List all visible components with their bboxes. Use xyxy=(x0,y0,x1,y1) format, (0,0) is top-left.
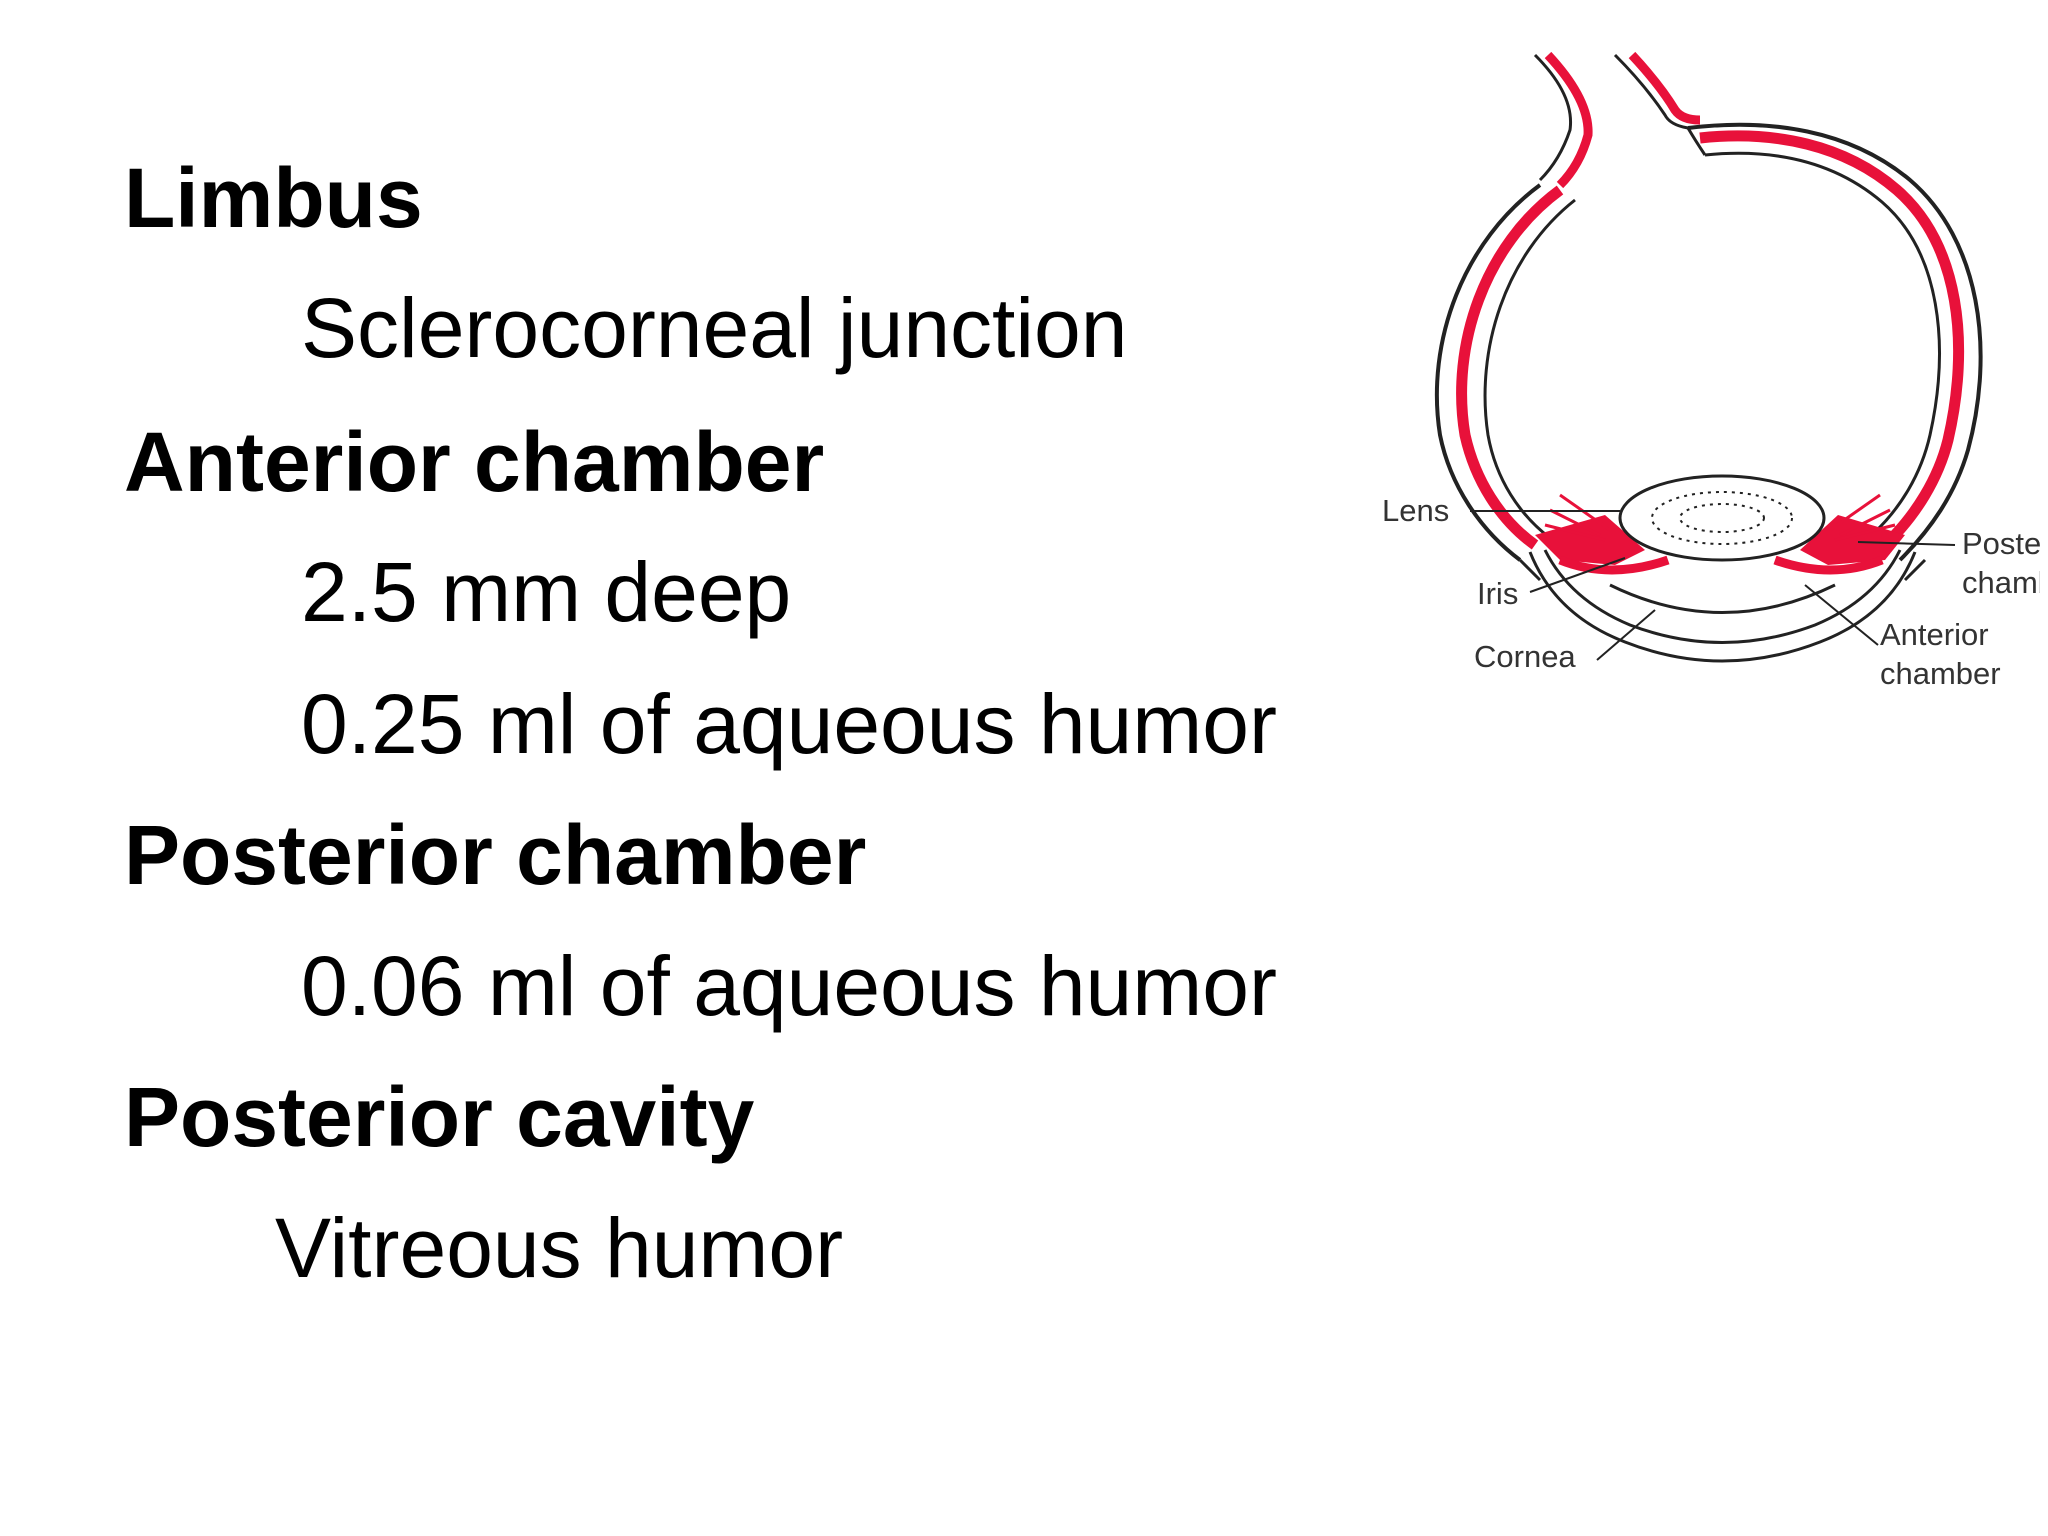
label-lens: Lens xyxy=(1382,493,1449,528)
iris xyxy=(1558,555,1884,575)
retina-outline xyxy=(1483,198,1576,540)
detail-anterior-volume: 0.25 ml of aqueous humor xyxy=(301,677,1277,771)
detail-posterior-volume: 0.06 ml of aqueous humor xyxy=(301,939,1277,1033)
sclera-outline xyxy=(1434,183,1542,562)
heading-posterior-cavity: Posterior cavity xyxy=(124,1070,755,1164)
label-iris: Iris xyxy=(1477,576,1518,611)
ciliary-body xyxy=(1535,493,1905,565)
label-cornea: Cornea xyxy=(1474,639,1576,674)
heading-anterior-chamber: Anterior chamber xyxy=(124,415,825,509)
eye-cross-section-diagram: Lens Iris Cornea Posterior chamber Anter… xyxy=(1382,51,2040,691)
lens xyxy=(1618,474,1826,562)
eyeball-wall xyxy=(1434,122,1983,562)
heading-posterior-chamber: Posterior chamber xyxy=(124,808,867,902)
heading-limbus: Limbus xyxy=(124,151,423,245)
detail-depth: 2.5 mm deep xyxy=(301,545,792,639)
optic-nerve xyxy=(1533,51,1701,189)
detail-vitreous-humor: Vitreous humor xyxy=(275,1201,844,1295)
label-anterior-chamber-line1: Anterior xyxy=(1880,617,1989,652)
label-posterior-chamber-line2: chamber xyxy=(1962,565,2040,600)
label-anterior-chamber-line2: chamber xyxy=(1880,656,2001,691)
choroid-layer xyxy=(1456,185,1564,550)
label-posterior-chamber-line1: Posterior xyxy=(1962,526,2040,561)
leader-lines xyxy=(1470,510,1956,661)
cornea xyxy=(1518,549,1927,663)
detail-sclerocorneal-junction: Sclerocorneal junction xyxy=(301,281,1128,375)
